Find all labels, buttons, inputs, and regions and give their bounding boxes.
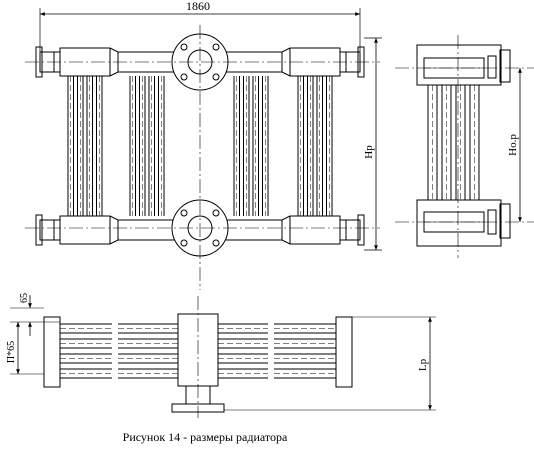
side-view bbox=[395, 35, 534, 258]
top-view bbox=[10, 295, 436, 418]
figure-caption: Рисунок 14 - размеры радиатора bbox=[122, 430, 288, 444]
nozzle-bottom-left bbox=[39, 219, 55, 241]
side-tubes bbox=[427, 85, 480, 200]
width-dimension-label: 1860 bbox=[186, 0, 210, 13]
end-plate-left bbox=[43, 316, 61, 388]
nozzle-bottom-right bbox=[345, 219, 361, 241]
front-view bbox=[25, 8, 382, 290]
side-top-collector bbox=[416, 44, 502, 86]
height-dimension-label: Hр bbox=[363, 145, 375, 159]
length-dimension-label: Lр bbox=[417, 358, 429, 371]
side-bottom-collector bbox=[416, 199, 502, 247]
side-height-dimension-label: Hо.р bbox=[507, 134, 519, 156]
pitch-side-label: П*65 bbox=[6, 341, 17, 363]
pitch-top-label: 65 bbox=[19, 293, 30, 303]
end-plate-right bbox=[335, 316, 353, 388]
front-tube-sections bbox=[67, 76, 333, 216]
top-tubes bbox=[60, 323, 336, 379]
